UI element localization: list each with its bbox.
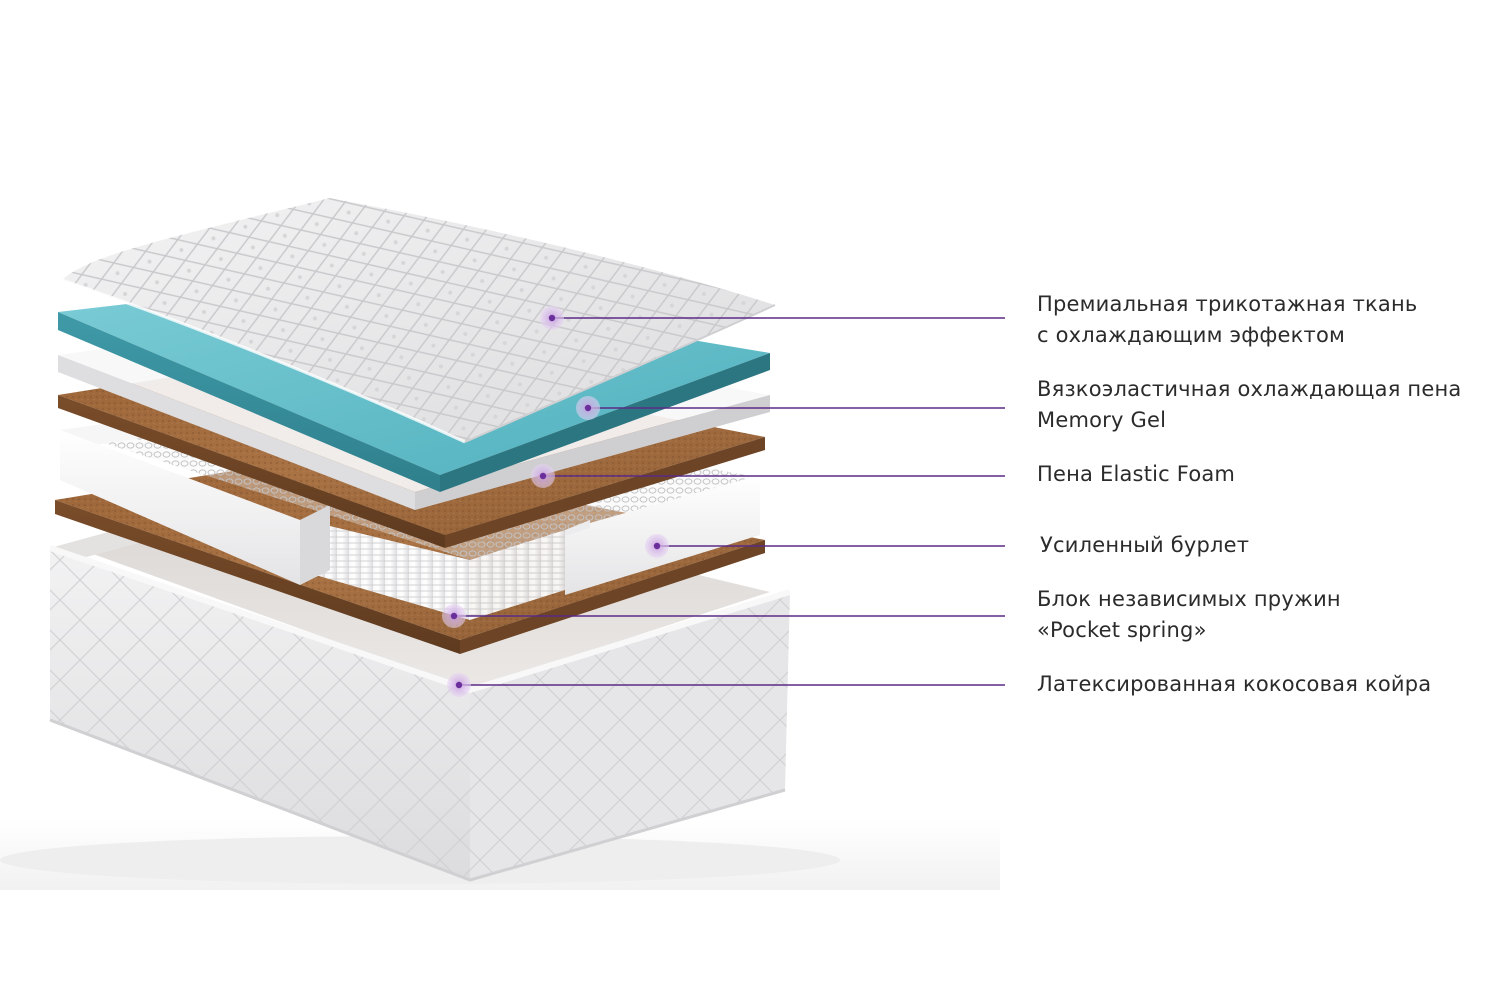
burlet-foam-frame bbox=[60, 392, 760, 595]
callout-dot-springs bbox=[450, 612, 458, 620]
callout-label-elastic-foam: Пена Elastic Foam bbox=[1037, 462, 1236, 486]
callout-label-memory-gel: Вязкоэластичная охлаждающая пена Memory … bbox=[1037, 377, 1462, 432]
callout-label-springs: Блок независимых пружин «Pocket spring» bbox=[1037, 587, 1341, 642]
callout-dot-coir bbox=[455, 681, 463, 689]
callout-dot-fabric bbox=[548, 314, 556, 322]
callout-dot-elastic-foam bbox=[539, 472, 547, 480]
callout-dot-memory-gel bbox=[584, 404, 592, 412]
callout-label-coir: Латексированная кокосовая койра bbox=[1037, 672, 1432, 696]
callout-label-burlet: Усиленный бурлет bbox=[1040, 533, 1250, 557]
quilted-fabric-layer bbox=[61, 198, 776, 444]
callout-dot-burlet bbox=[653, 542, 661, 550]
callout-markers bbox=[442, 306, 1005, 697]
callout-label-fabric: Премиальная трикотажная ткань с охлаждаю… bbox=[1037, 292, 1418, 347]
